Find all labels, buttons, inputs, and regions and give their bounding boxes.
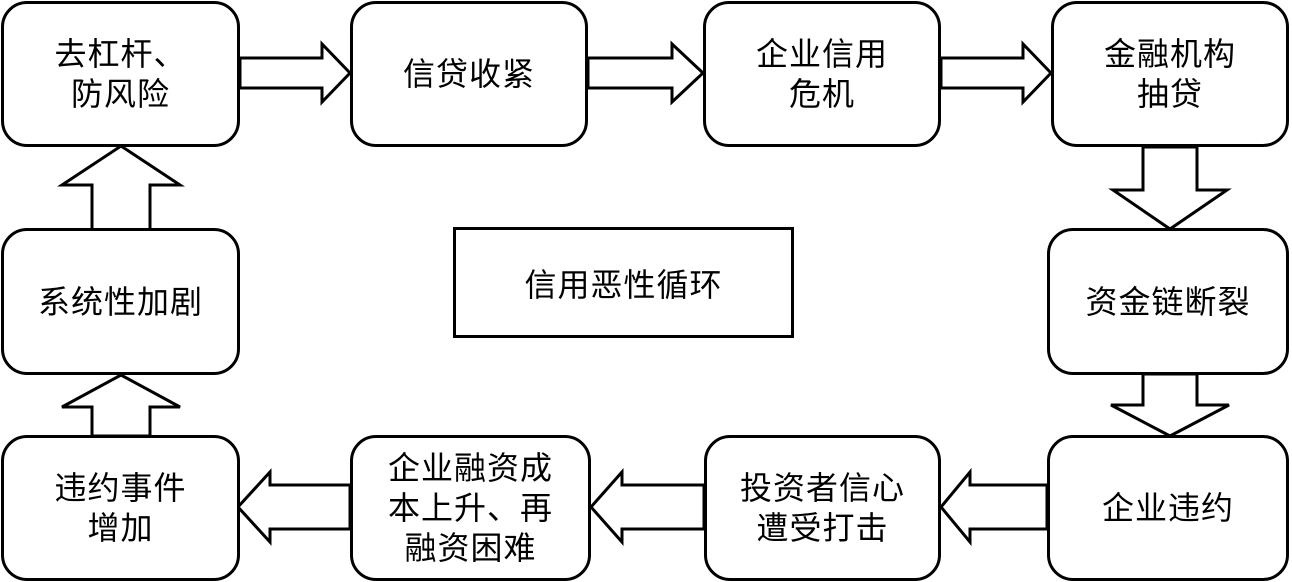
- arrow-left-2: [588, 468, 706, 546]
- center-label: 信用恶性循环: [453, 227, 794, 338]
- node-credit-tightening: 信贷收紧: [350, 1, 588, 147]
- node-corporate-credit-crisis: 企业信用 危机: [703, 1, 941, 147]
- arrow-right-2: [586, 40, 706, 106]
- arrow-down-1: [1108, 145, 1232, 231]
- node-financing-cost: 企业融资成 本上升、再 融资困难: [350, 435, 591, 581]
- arrow-right-3: [939, 40, 1054, 106]
- arrow-left-3: [235, 468, 352, 546]
- node-systemic-risk: 系统性加剧: [1, 228, 240, 375]
- node-investor-confidence: 投资者信心 遭受打击: [704, 435, 941, 581]
- arrow-down-2: [1110, 372, 1230, 438]
- node-deleverage: 去杠杆、 防风险: [1, 1, 240, 147]
- node-capital-chain-break: 资金链断裂: [1047, 228, 1289, 375]
- node-corporate-default: 企业违约: [1047, 435, 1289, 581]
- arrow-up-2: [57, 144, 185, 232]
- node-financial-withdraw: 金融机构 抽贷: [1051, 1, 1289, 147]
- arrow-up-1: [61, 373, 181, 438]
- arrow-left-1: [939, 467, 1049, 547]
- node-default-increase: 违约事件 增加: [1, 435, 240, 581]
- arrow-right-1: [238, 40, 353, 106]
